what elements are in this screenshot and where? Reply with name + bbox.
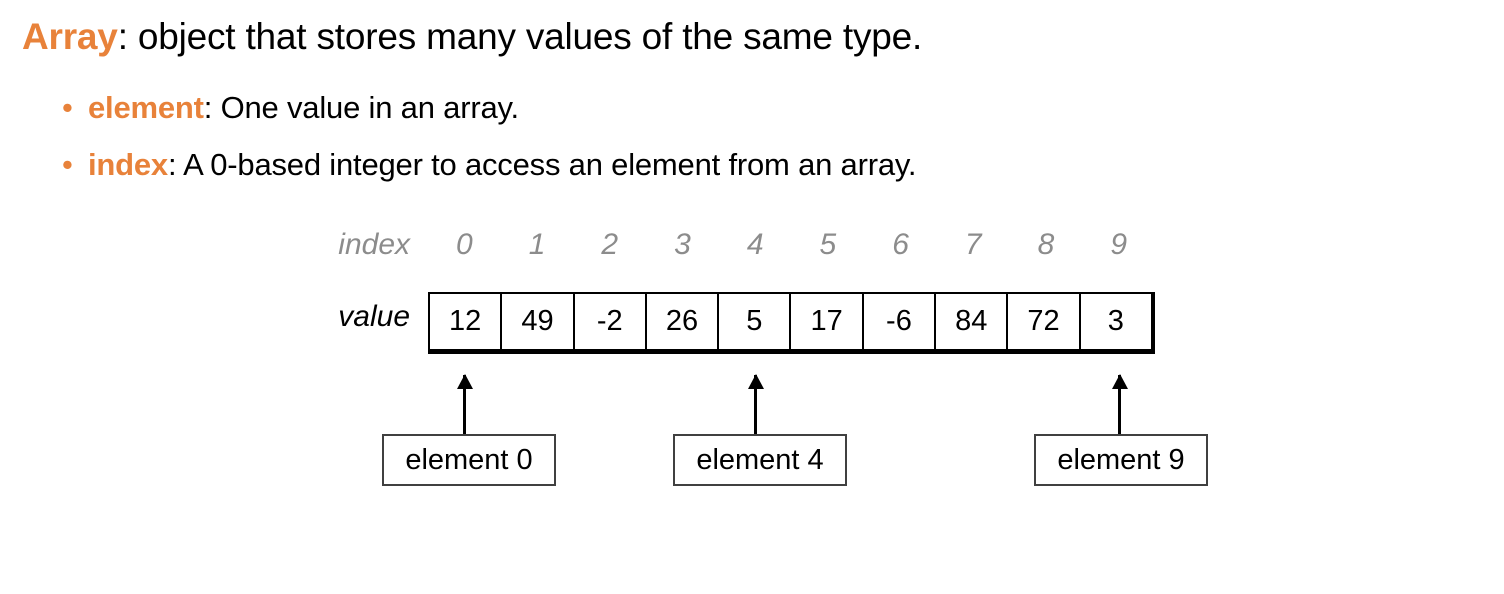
array-cell: 26 [647,294,720,349]
array-cell: 12 [430,294,503,349]
bullet-item-index: • index: A 0-based integer to access an e… [62,145,917,185]
array-cell: 5 [719,294,792,349]
callout-arrow-icon [463,375,466,434]
array-cell: 84 [936,294,1009,349]
index-cell: 7 [964,228,982,261]
page-title: Array: object that stores many values of… [22,14,922,60]
array-cell: 72 [1008,294,1081,349]
bullet-dot-icon: • [62,147,73,182]
callout-arrow-icon [754,375,757,434]
array-cell: 3 [1107,305,1124,337]
callout-box-element-4: element 4 [673,434,847,486]
index-cell: 3 [674,228,691,261]
array-cell: -6 [864,294,937,349]
callout-label: element 4 [696,443,824,476]
index-cell: 8 [1037,228,1055,261]
index-cell: 2 [601,228,619,261]
index-cell: 9 [1110,228,1128,261]
callout-box-element-0: element 0 [382,434,556,486]
bullet-keyword-element: element [88,90,204,125]
callout-label: element 9 [1057,443,1185,476]
callout-box-element-9: element 9 [1034,434,1208,486]
index-row-label: index [338,228,410,261]
callout-label: element 0 [405,443,533,476]
array-cell: -2 [575,294,647,349]
title-keyword: Array [22,16,118,57]
title-rest: : object that stores many values of the … [117,16,923,57]
index-cell: 6 [892,228,909,261]
bullet-dot-icon: • [62,90,73,125]
index-cell: 5 [819,228,837,261]
value-row-label: value [338,300,410,333]
array-cell: 49 [502,294,575,349]
bullet-item-element: • element: One value in an array. [62,88,519,128]
index-number-row: 0 1 2 3 4 5 6 7 8 9 [428,228,1155,268]
callout-arrow-icon [1118,375,1121,434]
bullet-keyword-index: index [88,147,168,182]
index-cell: 1 [528,228,546,261]
array-cell: 17 [791,294,864,349]
array-cells-container: 12 49 -2 26 5 17 -6 84 72 3 [428,292,1155,354]
bullet-text-element: : One value in an array. [203,90,519,125]
bullet-text-index: : A 0-based integer to access an element… [167,147,917,182]
index-cell: 4 [746,228,764,261]
index-cell: 0 [456,228,473,261]
